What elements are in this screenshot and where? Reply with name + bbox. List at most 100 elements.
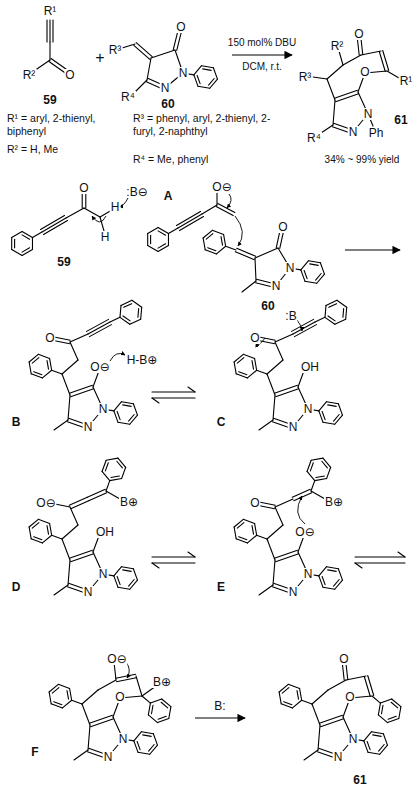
bond-line <box>47 526 49 535</box>
bond-line <box>137 741 140 749</box>
bond-line <box>327 567 339 569</box>
bond-line <box>62 374 70 395</box>
bond-line <box>117 411 120 419</box>
atom-label: N <box>271 280 282 292</box>
bond-line <box>321 719 344 727</box>
bond-line <box>89 325 111 337</box>
bond-line <box>82 704 90 725</box>
atom-label: R³ <box>108 44 123 56</box>
bond-line <box>133 569 137 580</box>
bond-line <box>259 585 273 595</box>
bond-line <box>203 238 205 250</box>
bond-line <box>280 230 284 248</box>
bond-line <box>70 334 88 342</box>
bond-line <box>168 234 169 246</box>
bond-line <box>337 300 347 307</box>
bond-line <box>267 525 283 539</box>
atom-label: O <box>359 66 370 78</box>
atom-label: :B <box>284 310 297 322</box>
compound-number: 59 <box>56 256 71 268</box>
bond-line <box>387 71 399 78</box>
bond-line <box>338 569 342 580</box>
bond-line <box>116 674 136 678</box>
bond-line <box>152 556 195 557</box>
bond-line <box>267 539 275 560</box>
bond-line <box>310 463 313 471</box>
bond-line <box>361 51 381 55</box>
atom-label: O <box>249 497 260 509</box>
bond-line <box>29 354 38 362</box>
bond-line <box>312 704 320 725</box>
bond-line <box>148 703 150 715</box>
bond-line <box>213 68 217 79</box>
bond-line <box>132 300 142 307</box>
bond-line <box>71 554 94 562</box>
bond-line <box>22 235 29 239</box>
atom-label: N <box>83 586 94 598</box>
atom-label: O <box>277 221 288 233</box>
bond-line <box>321 125 333 133</box>
bond-line <box>22 250 32 256</box>
bond-line <box>273 560 275 585</box>
bond-line <box>317 274 325 283</box>
bond-line <box>152 398 159 403</box>
atom-label: N <box>303 568 314 580</box>
bond-line <box>322 461 328 468</box>
atom-label: B⊕ <box>152 676 172 688</box>
bond-line <box>255 248 278 258</box>
bond-line <box>29 527 31 539</box>
bond-line <box>62 700 71 708</box>
bond-line <box>62 539 70 560</box>
atom-label: H-B⊕ <box>126 354 159 366</box>
atom-label: N <box>348 733 359 745</box>
bond-line <box>367 741 370 749</box>
bond-line <box>123 405 132 407</box>
bond-line <box>339 51 343 65</box>
atom-label: N <box>98 568 109 580</box>
bond-line <box>364 732 372 741</box>
bond-line <box>315 317 325 322</box>
bond-line <box>54 585 68 595</box>
bond-line <box>50 523 52 535</box>
bond-line <box>152 397 195 398</box>
bond-line <box>120 317 130 324</box>
compound-number: A <box>163 190 174 202</box>
compound-number: C <box>216 416 227 428</box>
bond-line <box>257 370 267 374</box>
bond-line <box>383 50 389 70</box>
bond-line <box>52 688 59 694</box>
bond-line <box>335 415 343 424</box>
bond-line <box>114 402 122 411</box>
bond-line <box>203 69 212 71</box>
bond-line <box>316 476 325 478</box>
bond-line <box>34 537 42 540</box>
reaction-arrow <box>195 717 245 718</box>
bond-line <box>50 358 52 370</box>
bond-line <box>110 317 120 322</box>
bond-line <box>176 211 200 225</box>
bond-line <box>293 322 315 334</box>
bond-line <box>67 691 69 700</box>
bond-line <box>88 322 110 334</box>
bond-line <box>380 699 391 703</box>
bond-line <box>11 238 12 250</box>
bond-line <box>325 305 326 317</box>
bond-line <box>22 232 32 238</box>
bond-line <box>12 232 22 238</box>
bond-line <box>69 497 87 505</box>
bond-line <box>320 263 324 274</box>
bond-line <box>52 20 53 42</box>
bond-line <box>305 281 317 283</box>
bond-line <box>378 715 387 723</box>
bond-line <box>70 342 78 360</box>
bond-line <box>319 402 327 411</box>
bond-line <box>368 675 374 695</box>
bond-line <box>372 732 384 734</box>
bond-line <box>142 696 150 703</box>
bond-line <box>327 79 335 100</box>
bond-line <box>188 387 195 392</box>
bond-line <box>327 65 343 79</box>
plus-sign: + <box>94 50 105 66</box>
bond-line <box>338 404 342 415</box>
bond-line <box>275 507 283 525</box>
